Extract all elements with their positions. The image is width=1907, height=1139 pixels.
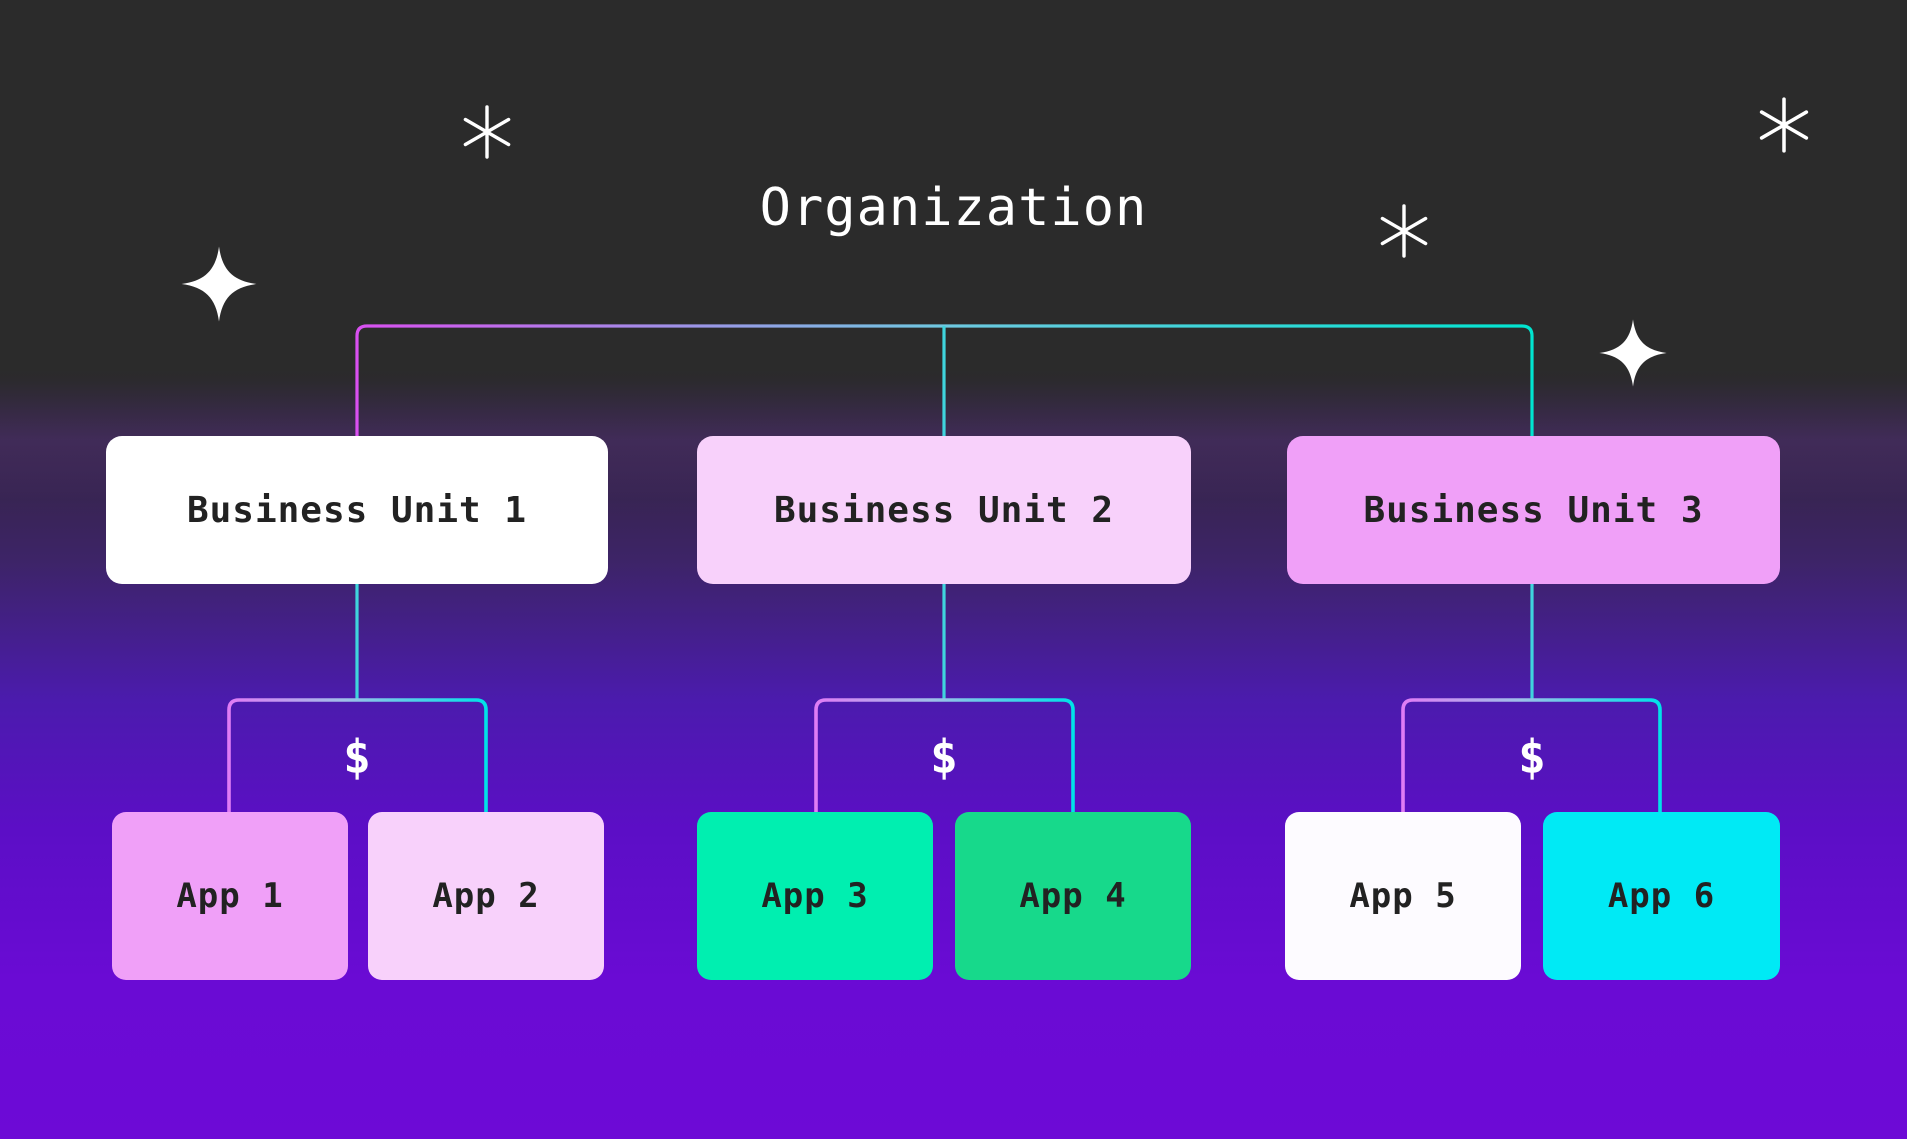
sparkle-asterisk-icon: [1380, 204, 1428, 258]
business-unit-label: Business Unit 1: [186, 489, 528, 531]
app-label: App 3: [761, 876, 869, 916]
cost-symbol: $: [930, 730, 958, 784]
sparkle-asterisk-icon: [1759, 97, 1809, 153]
app-node-5[interactable]: App 5: [1285, 812, 1521, 980]
app-node-1[interactable]: App 1: [112, 812, 348, 980]
cost-symbol: $: [1518, 730, 1546, 784]
business-unit-node-2[interactable]: Business Unit 2: [697, 436, 1191, 584]
app-node-3[interactable]: App 3: [697, 812, 933, 980]
diagram-title: Organization: [759, 178, 1148, 238]
business-unit-node-1[interactable]: Business Unit 1: [106, 436, 608, 584]
app-node-2[interactable]: App 2: [368, 812, 604, 980]
business-unit-label: Business Unit 3: [1363, 489, 1704, 531]
business-unit-node-3[interactable]: Business Unit 3: [1287, 436, 1780, 584]
app-label: App 6: [1607, 876, 1716, 916]
app-label: App 1: [176, 876, 284, 916]
app-node-4[interactable]: App 4: [955, 812, 1191, 980]
app-label: App 4: [1019, 876, 1127, 916]
sparkle-4point-icon: [1599, 319, 1667, 387]
app-label: App 2: [432, 876, 540, 916]
business-unit-label: Business Unit 2: [773, 489, 1115, 531]
sparkle-4point-icon: [181, 246, 257, 322]
cost-symbol: $: [343, 730, 371, 784]
app-node-6[interactable]: App 6: [1543, 812, 1780, 980]
app-label: App 5: [1349, 876, 1457, 916]
sparkle-asterisk-icon: [463, 105, 511, 159]
